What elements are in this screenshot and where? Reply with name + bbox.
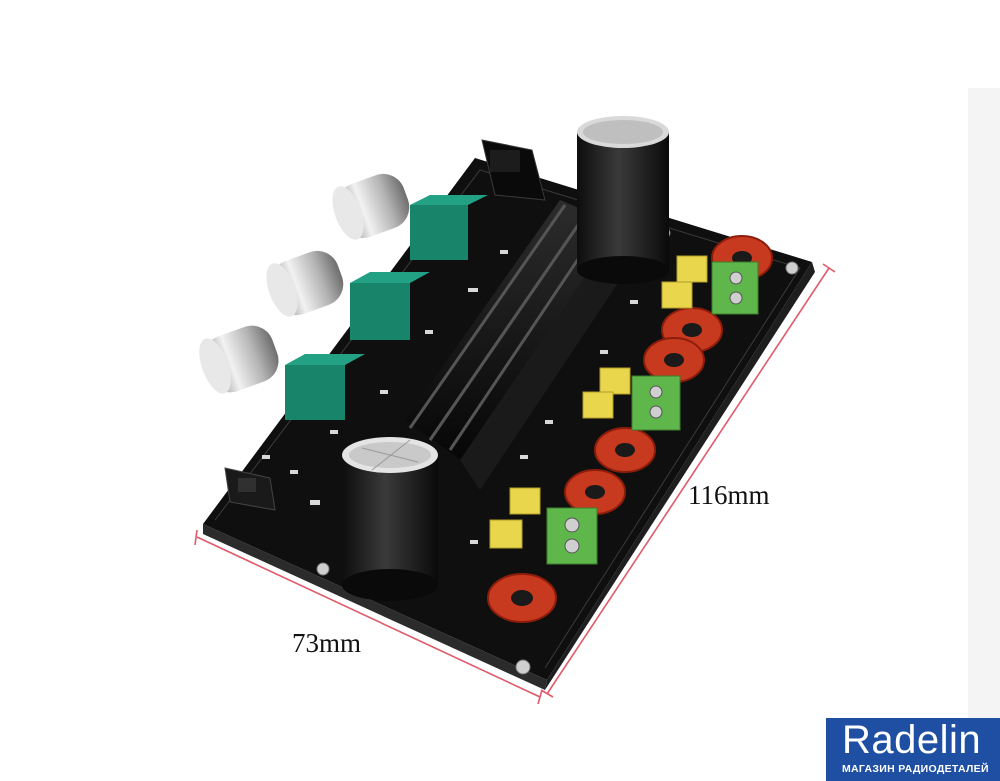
knob-2 xyxy=(266,250,430,340)
background-strip xyxy=(968,88,1000,718)
dimension-lines xyxy=(194,263,836,705)
capacitor-top xyxy=(577,116,669,284)
inductor-cores xyxy=(511,251,752,606)
capacitor-front xyxy=(342,437,438,601)
dc-jack xyxy=(481,139,546,201)
yellow-capacitors xyxy=(489,255,708,549)
knob-1 xyxy=(332,173,488,260)
brand-logo: Radelin МАГАЗИН РАДИОДЕТАЛЕЙ xyxy=(826,718,1000,781)
length-dimension-label: 116mm xyxy=(688,480,770,510)
terminal-screws xyxy=(564,271,743,554)
heatsink xyxy=(405,200,640,490)
terminal-blocks xyxy=(546,261,759,565)
logo-tagline: МАГАЗИН РАДИОДЕТАЛЕЙ xyxy=(842,763,989,775)
knob-3 xyxy=(199,325,365,420)
logo-name: Radelin xyxy=(842,718,982,762)
audio-jack xyxy=(224,467,276,511)
width-dimension-label: 73mm xyxy=(292,628,362,658)
